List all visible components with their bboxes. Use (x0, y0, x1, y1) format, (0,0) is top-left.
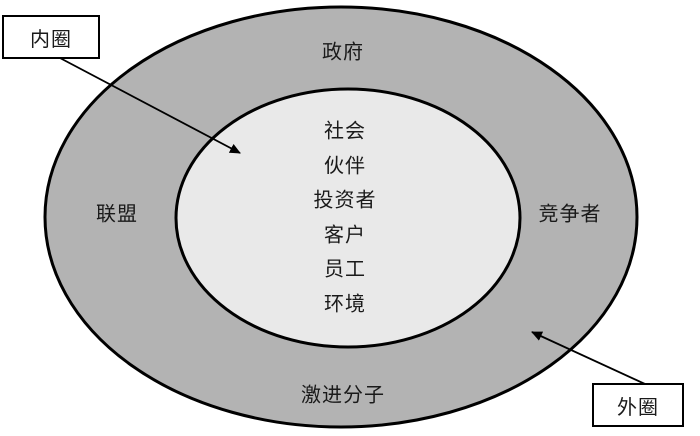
outer-ring-label-alliance: 联盟 (96, 203, 138, 226)
inner-item-customers: 客户 (324, 224, 366, 246)
outer-ring-label-competitors: 竞争者 (538, 203, 602, 226)
inner-item-society: 社会 (324, 120, 366, 143)
inner-item-employees: 员工 (324, 258, 366, 281)
outer-callout-label: 外圈 (617, 396, 659, 419)
inner-callout-label: 内圈 (30, 28, 72, 51)
inner-callout-arrow (59, 57, 241, 154)
outer-callout-box: 外圈 (592, 383, 684, 427)
outer-ring-label-activists: 激进分子 (301, 384, 385, 407)
inner-callout-box: 内圈 (2, 15, 100, 59)
inner-item-partners: 伙伴 (324, 155, 366, 177)
inner-circle-list: 社会 伙伴 投资者 客户 员工 环境 (314, 115, 377, 322)
inner-item-environment: 环境 (324, 293, 366, 315)
inner-circle-ellipse (174, 87, 522, 349)
inner-item-investors: 投资者 (313, 189, 377, 212)
outer-ring-label-government: 政府 (322, 41, 364, 64)
outer-callout-arrow (531, 331, 646, 385)
